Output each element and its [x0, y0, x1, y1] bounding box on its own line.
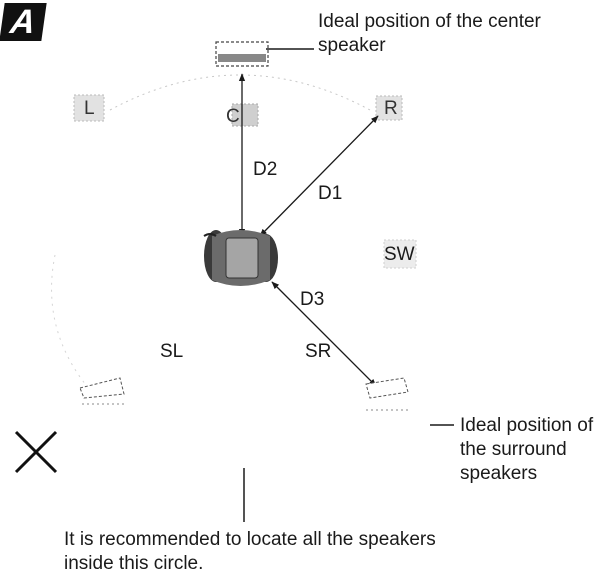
- surround-right-speaker-icon: [365, 377, 454, 426]
- circle-note: It is recommended to locate all the spea…: [64, 529, 436, 574]
- label-c: C: [226, 106, 240, 127]
- label-sr: SR: [305, 341, 332, 362]
- label-sl: SL: [160, 341, 184, 362]
- center-speaker-note: Ideal position of the center speaker: [318, 11, 541, 56]
- surround-left-speaker-icon: [79, 377, 125, 405]
- cross-mark-icon: [14, 430, 58, 474]
- guide-arc-left: [51, 254, 91, 391]
- center-speaker-icon: [215, 41, 314, 67]
- label-d2: D2: [253, 159, 278, 180]
- surround-speaker-note: Ideal position of the surround speakers: [460, 415, 594, 484]
- d1-arrow: [259, 115, 379, 237]
- label-sw: SW: [384, 244, 415, 265]
- label-d3: D3: [300, 289, 325, 310]
- label-r: R: [384, 98, 398, 119]
- figure-badge: A: [0, 3, 47, 41]
- label-d1: D1: [318, 183, 343, 204]
- guide-arc: [109, 74, 371, 111]
- listener-seat-icon: [203, 230, 278, 286]
- label-l: L: [84, 98, 95, 119]
- right-speaker-icon: [375, 95, 403, 121]
- left-speaker-icon: [73, 94, 105, 122]
- subwoofer-icon: [383, 239, 417, 269]
- d3-arrow: [271, 281, 377, 387]
